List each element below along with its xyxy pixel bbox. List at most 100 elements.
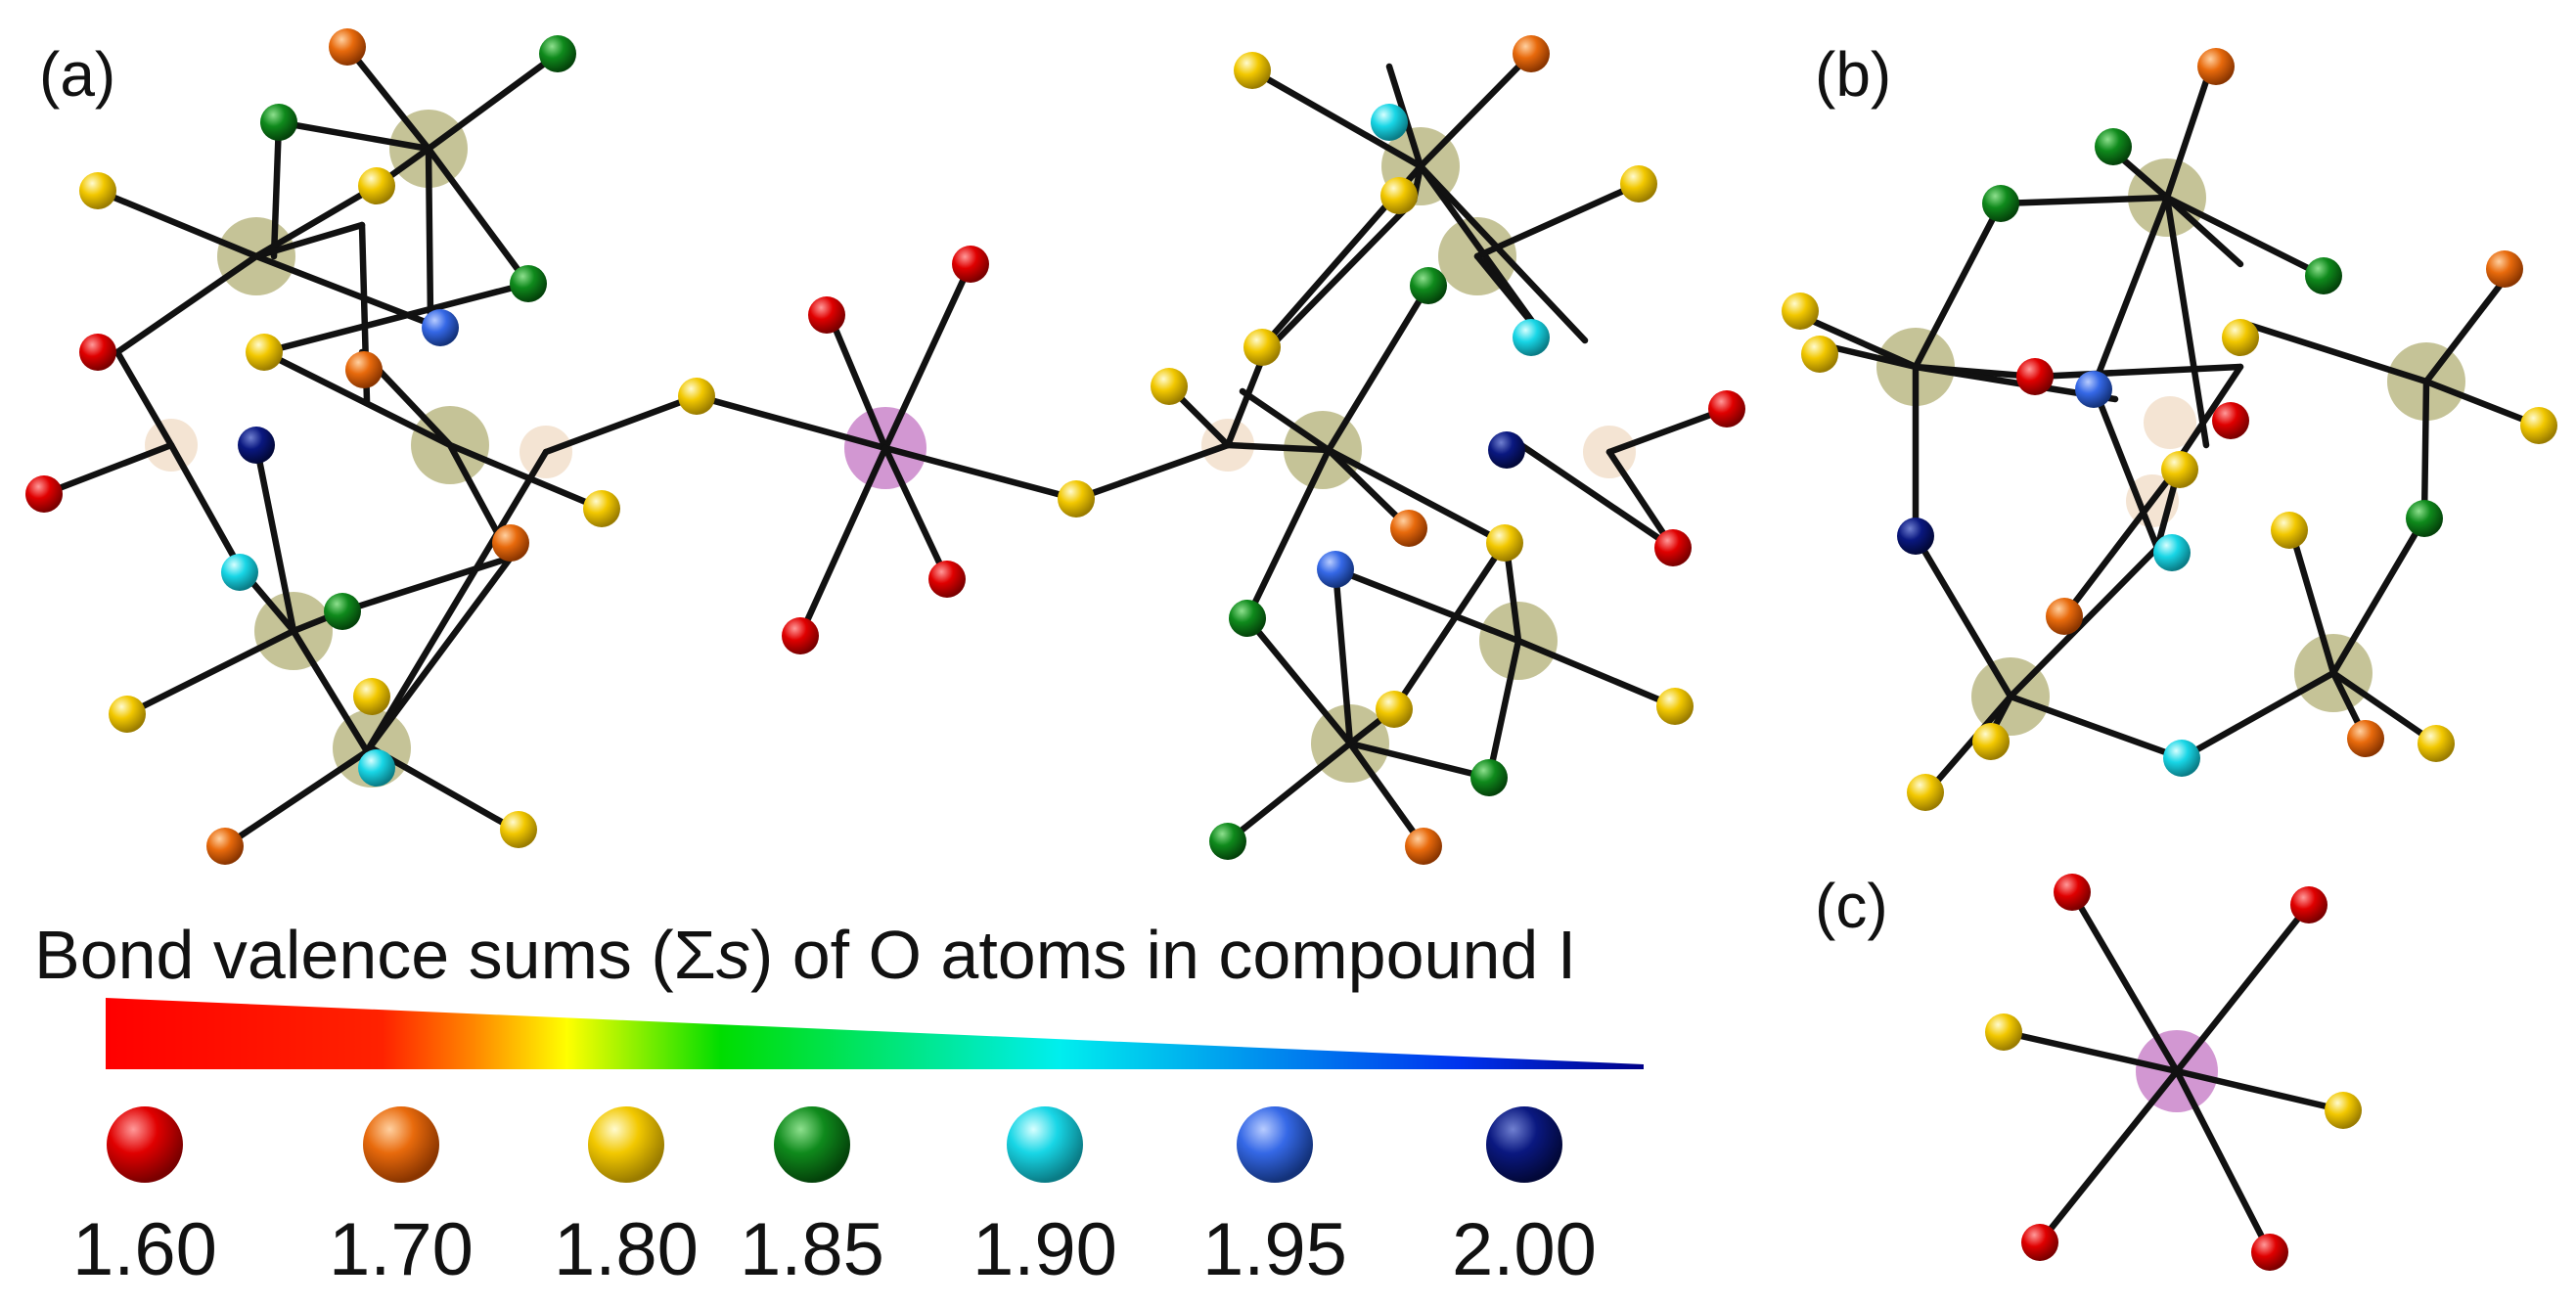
bond [2163,194,2327,280]
oxygen-atom-yellow [246,334,283,371]
oxygen-atom-red [2212,402,2249,439]
bond [167,441,244,571]
bond [94,187,260,260]
bond [1503,544,1522,645]
bond [425,145,434,322]
bond [1346,740,1427,850]
oxygen-atom-green [260,104,297,141]
oxygen-atom-yellow [1151,368,1188,405]
legend-swatch-navy [1486,1106,1562,1183]
oxygen-atom-yellow [1243,329,1281,366]
panel-label-b: (b) [1815,39,1891,110]
oxygen-atom-yellow [1620,165,1657,203]
bond [2007,693,2186,762]
oxygen-atoms [25,28,2557,1271]
bond [2068,888,2181,1075]
oxygen-atom-yellow [2418,725,2455,762]
legend-title-prefix: Bond valence sums (Σ [34,917,716,993]
bond [252,441,297,635]
oxygen-atom-yellow [1376,691,1413,728]
panel-label-a: (a) [39,39,115,110]
legend: Bond valence sums (Σs) of O atoms in com… [34,917,1644,1291]
bond [881,260,974,452]
oxygen-atom-orange [2197,48,2235,85]
oxygen-atom-orange [1390,510,1427,547]
bond [2163,194,2244,268]
legend-title-italic: s [716,917,750,993]
bond [260,280,532,356]
bond [2422,265,2516,385]
oxygen-atom-blue [422,309,459,346]
bond [2163,63,2215,202]
bond [425,145,532,288]
phosphorus-halo [2144,396,2196,449]
bond [1485,637,1522,782]
oxygen-atom-yellow [1907,774,1944,811]
bond [1224,441,1333,454]
bond [339,554,515,615]
bond [290,627,371,755]
bond [363,448,550,755]
legend-value-navy: 2.00 [1452,1208,1597,1291]
bond [796,444,889,640]
bond [1923,693,2014,796]
bond [2163,194,2210,449]
oxygen-atom-orange [2347,720,2384,757]
bond [40,441,175,498]
bond [1332,565,1522,645]
oxygen-atom-yellow [353,678,390,715]
bond [693,392,889,452]
bond [1332,565,1354,747]
color-scale-wedge [106,998,1644,1069]
oxygen-atom-green [2095,128,2132,165]
oxygen-atom-red [2290,886,2327,923]
oxygen-atom-yellow [500,811,537,848]
bond [2285,519,2337,677]
bond [1325,282,1432,454]
bond [1997,194,2171,207]
legend-value-cyan: 1.90 [972,1208,1117,1291]
oxygen-atom-cyan [221,554,258,591]
panel-label-c: (c) [1815,871,1888,941]
bond [343,43,432,153]
oxygen-atom-yellow [1782,293,1819,330]
oxygen-atom-navy [1488,431,1525,469]
oxygen-atom-yellow [1234,52,1271,89]
bond [363,554,515,755]
bond [2031,363,2244,381]
bond [2090,194,2171,390]
oxygen-atom-green [1209,823,1246,860]
oxygen-atom-red [1654,529,1692,566]
oxygen-atom-blue [1317,551,1354,588]
oxygen-atom-yellow [1656,688,1694,725]
bond [1912,532,2014,700]
legend-value-red: 1.60 [72,1208,217,1291]
oxygen-atom-red [928,561,966,598]
oxygen-atom-yellow [583,490,620,527]
bond [1239,387,1333,454]
bond [1325,446,1413,532]
bond [1473,180,1643,260]
legend-swatch-yellow [588,1106,664,1183]
bond [446,441,606,513]
bond [2090,383,2161,552]
bond [1605,405,1731,456]
legend-swatch-red [107,1106,183,1183]
oxygen-atom-yellow [79,172,116,209]
oxygen-atom-blue [2075,371,2112,408]
legend-swatch-orange [363,1106,439,1183]
bond [123,627,297,718]
oxygen-atom-red [2021,1224,2058,1261]
oxygen-atom-yellow [2325,1092,2362,1129]
oxygen-atom-red [782,617,819,654]
oxygen-atom-yellow [2271,512,2308,549]
oxygen-atom-yellow [1972,723,2010,760]
bond [1072,441,1232,503]
bond [1514,637,1679,710]
bond [2060,461,2184,620]
oxygen-atom-yellow [1380,177,1418,214]
legend-swatch-cyan [1007,1106,1083,1183]
bond [2420,378,2430,522]
